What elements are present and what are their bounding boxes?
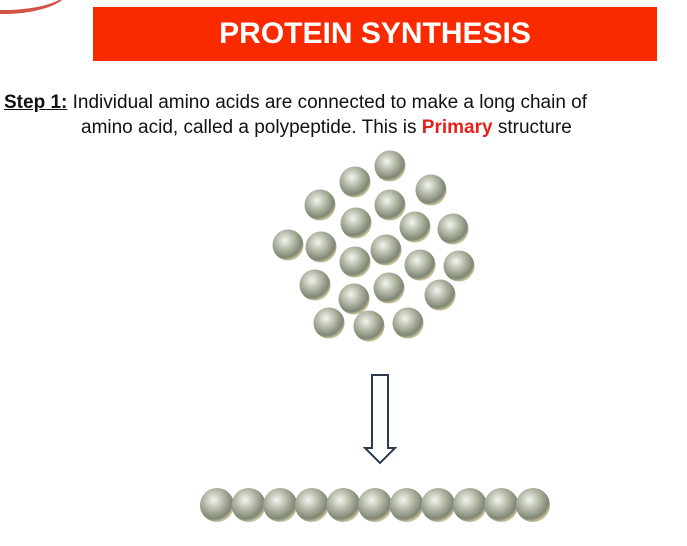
amino-acid-sphere xyxy=(437,213,469,245)
amino-acid-sphere xyxy=(353,310,385,342)
primary-highlight: Primary xyxy=(421,117,493,138)
amino-acid-sphere xyxy=(374,150,406,182)
chain-amino-acid-sphere xyxy=(516,488,550,522)
chain-amino-acid-sphere xyxy=(358,488,392,522)
amino-acid-sphere xyxy=(443,250,475,282)
amino-acid-sphere xyxy=(424,279,456,311)
amino-acid-sphere xyxy=(304,189,336,221)
step-line2: amino acid, called a polypeptide. This i… xyxy=(4,115,587,140)
amino-acid-sphere xyxy=(272,229,304,261)
amino-acid-sphere xyxy=(305,231,337,263)
amino-acid-sphere xyxy=(340,207,372,239)
amino-acid-sphere xyxy=(374,189,406,221)
step-line2-after: structure xyxy=(492,117,572,138)
step-line2-before: amino acid, called a polypeptide. This i… xyxy=(81,117,422,138)
amino-acid-sphere xyxy=(392,307,424,339)
amino-acid-sphere xyxy=(373,272,405,304)
amino-acid-sphere xyxy=(339,166,371,198)
chain-amino-acid-sphere xyxy=(326,488,361,522)
chain-amino-acid-sphere xyxy=(231,488,266,522)
amino-acid-sphere xyxy=(313,307,345,339)
chain-amino-acid-sphere xyxy=(294,488,329,522)
chain-amino-acid-sphere xyxy=(484,488,519,522)
step-line1: Individual amino acids are connected to … xyxy=(72,92,588,113)
free-amino-acids-cluster xyxy=(272,150,475,342)
amino-acid-sphere xyxy=(404,249,436,281)
amino-acid-sphere xyxy=(370,234,402,266)
down-arrow-icon xyxy=(362,374,398,465)
chain-amino-acid-sphere xyxy=(421,488,456,522)
amino-acid-sphere xyxy=(415,174,447,206)
amino-acid-sphere xyxy=(299,269,331,301)
amino-acid-sphere xyxy=(339,246,371,278)
slide-title: PROTEIN SYNTHESIS xyxy=(93,7,657,61)
chain-amino-acid-sphere xyxy=(389,488,424,522)
chain-amino-acid-sphere xyxy=(200,488,234,522)
polypeptide-chain xyxy=(200,488,550,522)
amino-acid-sphere xyxy=(399,211,431,243)
amino-acid-sphere xyxy=(338,283,370,315)
step-text: Step 1: Individual amino acids are conne… xyxy=(4,90,587,140)
chain-amino-acid-sphere xyxy=(263,488,298,522)
chain-amino-acid-sphere xyxy=(452,488,487,522)
step-label: Step 1: xyxy=(4,92,68,113)
